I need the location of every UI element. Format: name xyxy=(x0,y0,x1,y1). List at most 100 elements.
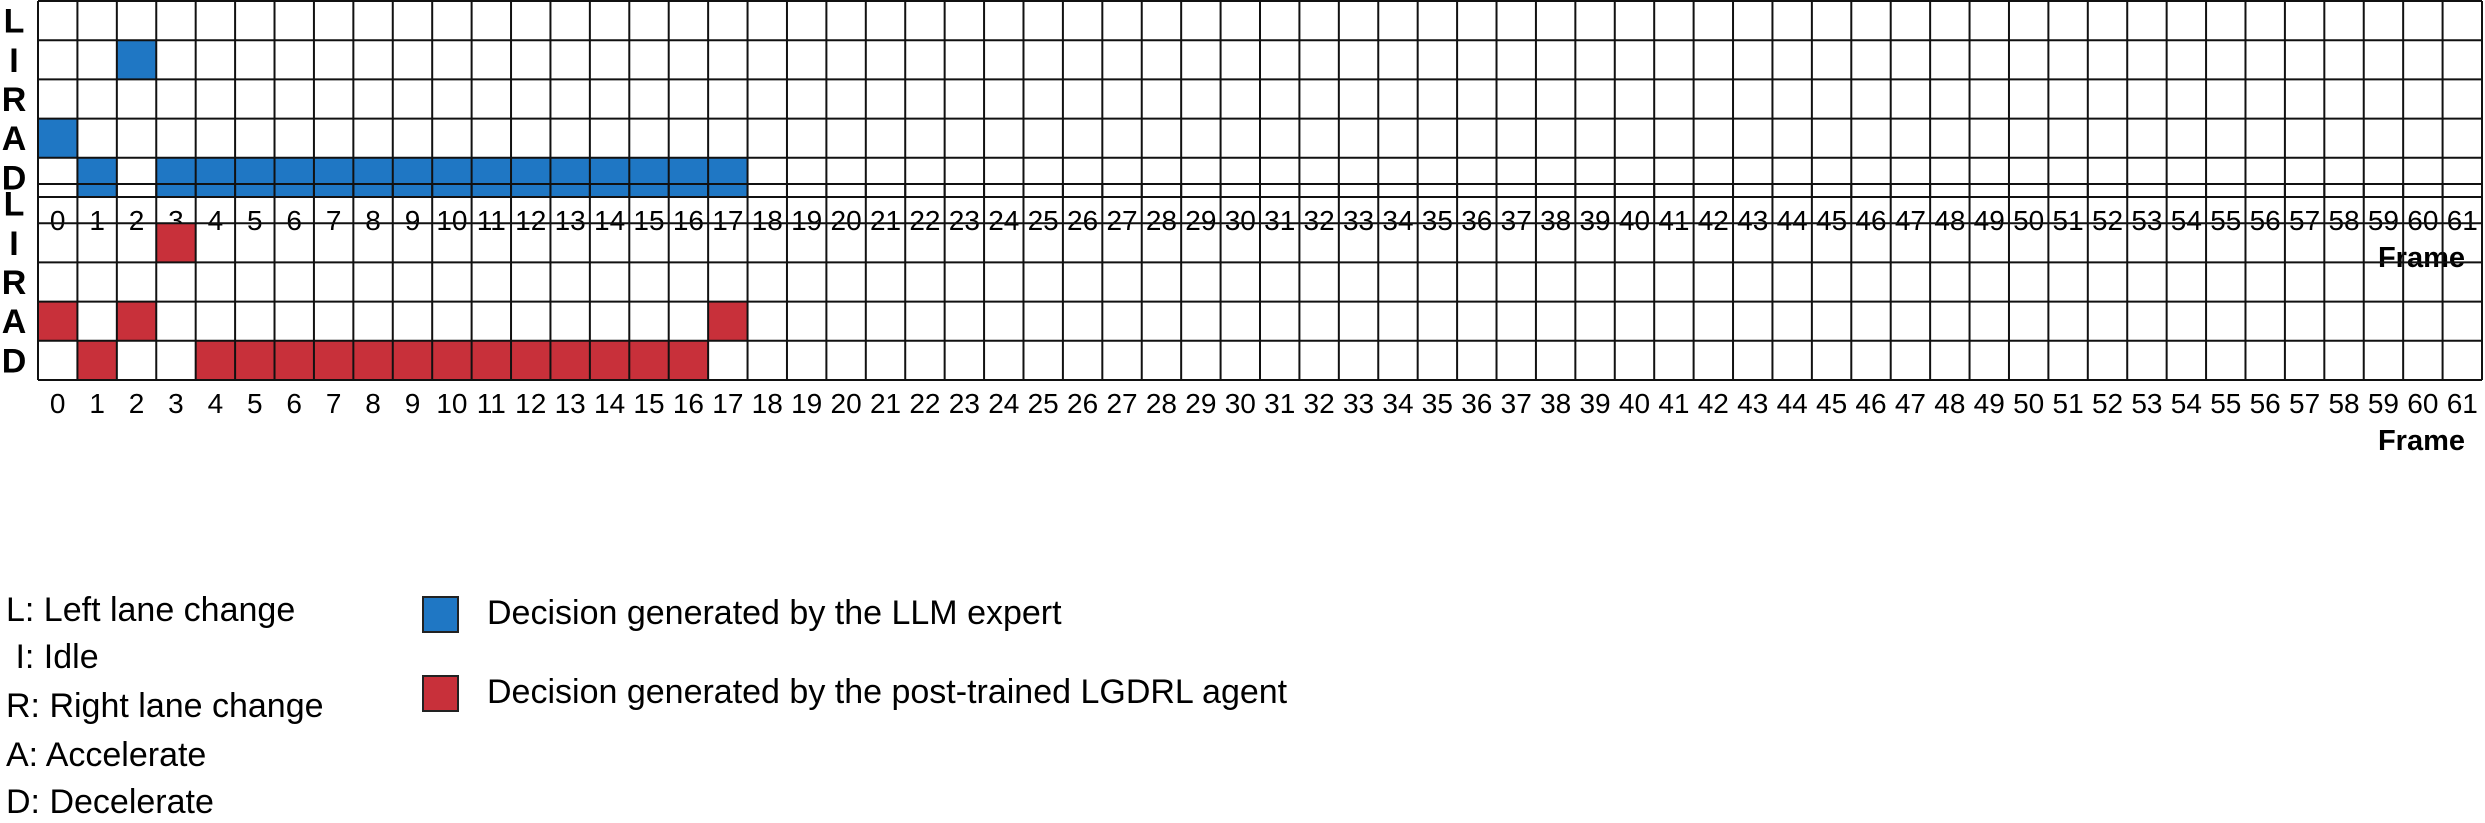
decision-cell xyxy=(511,157,551,197)
frame-tick-label: 36 xyxy=(1461,205,1492,236)
frame-tick-label: 5 xyxy=(247,388,263,419)
frame-tick-label: 9 xyxy=(405,205,421,236)
frame-tick-label: 55 xyxy=(2210,205,2241,236)
frame-tick-label: 39 xyxy=(1579,205,1610,236)
frame-tick-label: 52 xyxy=(2092,205,2123,236)
frame-tick-label: 43 xyxy=(1737,388,1768,419)
frame-tick-label: 56 xyxy=(2250,205,2281,236)
decision-cell xyxy=(432,157,472,197)
frame-tick-label: 53 xyxy=(2131,388,2162,419)
frame-tick-label: 2 xyxy=(129,388,145,419)
frame-tick-label: 5 xyxy=(247,205,263,236)
frame-tick-label: 42 xyxy=(1698,205,1729,236)
frame-tick-label: 58 xyxy=(2328,388,2359,419)
frame-tick-label: 19 xyxy=(791,205,822,236)
frame-tick-label: 40 xyxy=(1619,205,1650,236)
frame-tick-label: 47 xyxy=(1895,388,1926,419)
frame-tick-label: 7 xyxy=(326,388,342,419)
frame-tick-label: 61 xyxy=(2447,388,2478,419)
frame-tick-label: 12 xyxy=(515,205,546,236)
decision-cell xyxy=(77,157,117,197)
decision-cell xyxy=(235,340,275,380)
decision-cell xyxy=(589,157,630,197)
decision-cell xyxy=(668,340,709,380)
frame-tick-label: 51 xyxy=(2053,388,2084,419)
frame-tick-label: 1 xyxy=(89,388,105,419)
decision-cell xyxy=(313,157,354,197)
frame-tick-label: 38 xyxy=(1540,388,1571,419)
legend-idle: I: Idle xyxy=(6,638,99,676)
frame-tick-label: 22 xyxy=(909,205,940,236)
frame-tick-label: 2 xyxy=(129,205,145,236)
frame-tick-label: 7 xyxy=(326,205,342,236)
frame-tick-label: 48 xyxy=(1934,205,1965,236)
legend-right-lane-change: R: Right lane change xyxy=(6,687,324,725)
frame-tick-label: 26 xyxy=(1067,388,1098,419)
frame-tick-label: 35 xyxy=(1422,388,1453,419)
frame-tick-label: 45 xyxy=(1816,388,1847,419)
frame-tick-label: 30 xyxy=(1225,205,1256,236)
frame-tick-label: 16 xyxy=(673,205,704,236)
frame-tick-label: 19 xyxy=(791,388,822,419)
decision-cell xyxy=(471,157,512,197)
frame-tick-label: 10 xyxy=(436,205,467,236)
frame-tick-label: 50 xyxy=(2013,205,2044,236)
frame-tick-label: 49 xyxy=(1974,388,2005,419)
frame-tick-label: 13 xyxy=(555,205,586,236)
decision-cell xyxy=(392,340,433,380)
lgdrl-agent-swatch xyxy=(422,675,459,712)
row-label-d: D xyxy=(2,159,27,197)
frame-tick-label: 53 xyxy=(2131,205,2162,236)
frame-tick-label: 11 xyxy=(477,205,506,236)
frame-tick-label: 8 xyxy=(365,388,381,419)
frame-tick-label: 10 xyxy=(436,388,467,419)
frame-tick-label: 0 xyxy=(50,388,66,419)
legend-decelerate: D: Decelerate xyxy=(6,783,214,821)
frame-tick-label: 61 xyxy=(2447,205,2478,236)
frame-tick-label: 28 xyxy=(1146,205,1177,236)
frame-tick-label: 21 xyxy=(870,205,901,236)
decision-cell xyxy=(77,340,117,380)
frame-tick-label: 6 xyxy=(286,205,302,236)
frame-tick-label: 52 xyxy=(2092,388,2123,419)
frame-tick-label: 41 xyxy=(1658,388,1689,419)
frame-tick-label: 54 xyxy=(2171,205,2202,236)
decision-cell xyxy=(550,340,590,380)
decision-cell xyxy=(432,340,472,380)
frame-tick-label: 6 xyxy=(286,388,302,419)
frame-tick-label: 40 xyxy=(1619,388,1650,419)
decision-cell xyxy=(471,340,512,380)
frame-tick-label: 9 xyxy=(405,388,421,419)
frame-tick-label: 27 xyxy=(1106,205,1137,236)
frame-tick-label: 36 xyxy=(1461,388,1492,419)
decision-cell xyxy=(511,340,551,380)
decision-cell xyxy=(116,40,157,80)
frame-tick-label: 0 xyxy=(50,205,66,236)
decision-cell xyxy=(392,157,433,197)
x-axis-title: Frame xyxy=(2378,425,2465,457)
row-label-l: L xyxy=(4,186,25,224)
frame-tick-label: 28 xyxy=(1146,388,1177,419)
legend-accelerate: A: Accelerate xyxy=(6,736,207,774)
lgdrl-agent-label: Decision generated by the post-trained L… xyxy=(487,673,1288,711)
frame-tick-label: 50 xyxy=(2013,388,2044,419)
decision-cell xyxy=(235,157,275,197)
frame-tick-label: 4 xyxy=(208,205,224,236)
frame-tick-label: 37 xyxy=(1501,388,1532,419)
frame-tick-label: 60 xyxy=(2407,388,2438,419)
row-label-r: R xyxy=(2,81,27,119)
frame-tick-label: 43 xyxy=(1737,205,1768,236)
frame-tick-label: 55 xyxy=(2210,388,2241,419)
frame-tick-label: 60 xyxy=(2407,205,2438,236)
frame-tick-label: 56 xyxy=(2250,388,2281,419)
frame-tick-label: 51 xyxy=(2053,205,2084,236)
frame-tick-label: 20 xyxy=(831,388,862,419)
decision-cell xyxy=(38,118,78,158)
frame-tick-label: 15 xyxy=(633,205,664,236)
frame-tick-label: 47 xyxy=(1895,205,1926,236)
frame-tick-label: 14 xyxy=(594,388,625,419)
frame-tick-label: 33 xyxy=(1343,205,1374,236)
frame-tick-label: 32 xyxy=(1304,205,1335,236)
decision-cell xyxy=(629,340,669,380)
